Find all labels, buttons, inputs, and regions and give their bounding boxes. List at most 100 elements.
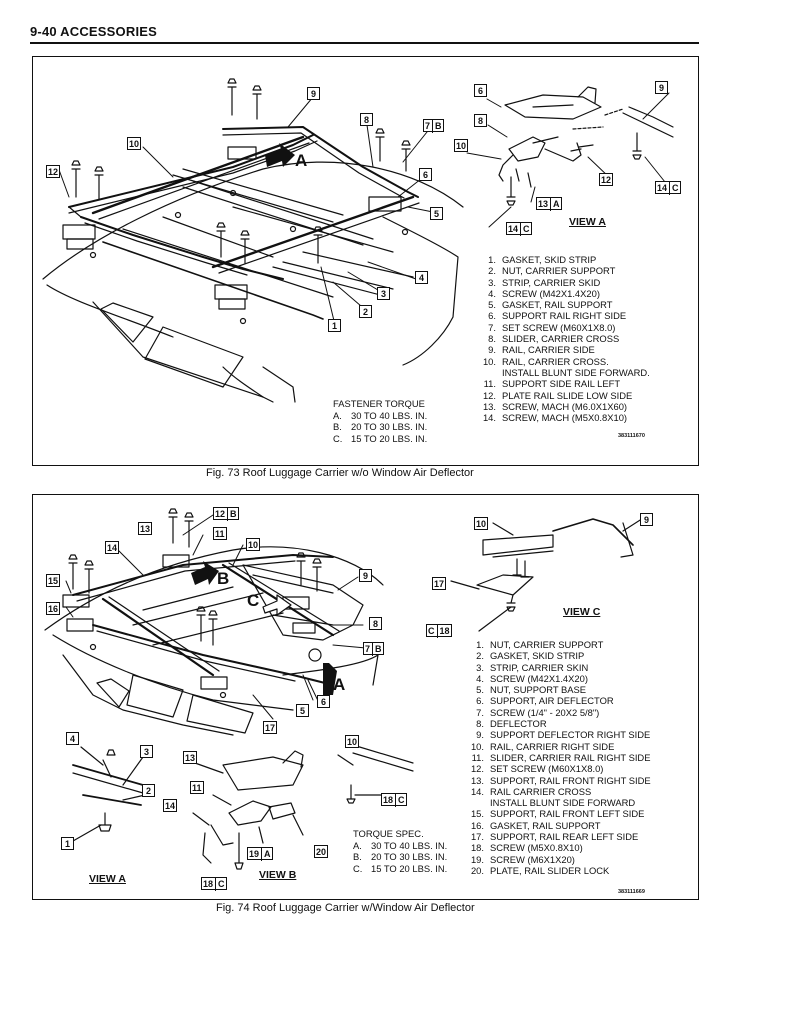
figure-code: 383111670 — [618, 433, 645, 439]
legend-item: 14.SCREW, MACH (M5X0.8X10) — [470, 412, 650, 423]
legend-number — [458, 797, 490, 808]
legend-text: SET SCREW (M60X1X8.0) — [502, 321, 616, 333]
legend-text: RAIL, CARRIER CROSS. — [502, 355, 609, 367]
callout-8: 8 — [369, 617, 382, 630]
legend-number: 14. — [470, 785, 484, 797]
legend-text: GASKET, SKID STRIP — [502, 254, 597, 265]
legend-text: SLIDER, CARRIER CROSS — [502, 333, 620, 345]
legend-item: 10.RAIL, CARRIER CROSS. — [470, 356, 650, 367]
torque-letter: B. — [353, 851, 362, 862]
callout-view-a-3: 3 — [140, 745, 153, 758]
legend-number: 15. — [470, 808, 484, 820]
torque-value: 30 TO 40 LBS. IN. — [351, 409, 428, 421]
torque-row: A.30 TO 40 LBS. IN. — [353, 840, 447, 852]
callout-16: 16 — [46, 602, 61, 615]
callout-15: 15 — [46, 574, 61, 587]
legend-number: 12. — [470, 763, 484, 775]
legend-item: 8. SLIDER, CARRIER CROSS — [470, 333, 650, 344]
legend-number: 2. — [488, 265, 496, 277]
legend-item: 3. STRIP, CARRIER SKIN — [458, 662, 651, 673]
callout-5: 5 — [296, 704, 309, 717]
legend-text: SCREW (M42X1.4X20) — [490, 672, 588, 684]
legend-number: 14. — [482, 412, 496, 424]
legend-text: RAIL, CARRIER RIGHT SIDE — [490, 740, 615, 752]
callout-view-a-4: 4 — [66, 732, 79, 745]
callout-18: 18 — [383, 795, 394, 805]
callout-view-c-9: 9 — [640, 513, 653, 526]
legend-text: NUT, SUPPORT BASE — [490, 684, 587, 696]
callout-letter-C: C — [520, 223, 530, 236]
callout-12: 12 — [46, 165, 61, 178]
callout-letter-B: B — [227, 508, 237, 521]
callout-view-b-11: 11 — [190, 781, 204, 794]
legend-text: SLIDER, CARRIER RAIL RIGHT SIDE — [490, 751, 651, 763]
figure-74-caption: Fig. 74 Roof Luggage Carrier w/Window Ai… — [216, 902, 475, 914]
callout-3: 3 — [377, 287, 390, 300]
callout-7: 7 — [425, 121, 431, 131]
callout-letter-B: B — [432, 120, 442, 133]
callout-view-10: 10 — [454, 139, 469, 152]
legend-number: 1. — [488, 254, 496, 265]
legend-number: 11. — [483, 378, 496, 390]
legend-text: SUPPORT, RAIL REAR LEFT SIDE — [490, 831, 639, 843]
callout-4: 4 — [415, 271, 428, 284]
legend-number: 12. — [482, 389, 496, 401]
callout-letter-C: C — [428, 626, 435, 636]
legend-number: 8. — [488, 333, 496, 345]
torque-row: B.20 TO 30 LBS. IN. — [353, 851, 447, 863]
legend-item: 7. SET SCREW (M60X1X8.0) — [470, 322, 650, 333]
arrow-label-A: A — [295, 151, 308, 170]
torque-value: 15 TO 20 LBS. IN. — [351, 432, 428, 444]
legend-number: 5. — [476, 684, 484, 696]
legend-item: 9.RAIL, CARRIER SIDE — [470, 344, 650, 355]
callout-13: 13 — [138, 522, 153, 535]
legend-text: GASKET, SKID STRIP — [490, 650, 585, 662]
legend-number: 7. — [488, 321, 496, 333]
legend-item: 11.SUPPORT SIDE RAIL LEFT — [470, 378, 650, 389]
legend-text: SUPPORT, AIR DEFLECTOR — [490, 695, 614, 707]
view-c-label: VIEW C — [563, 606, 601, 618]
fastener-torque: FASTENER TORQUE A.30 TO 40 LBS. IN. B.20… — [333, 398, 427, 444]
figure-74-drawing — [44, 508, 649, 870]
section-title: ACCESSORIES — [60, 24, 158, 39]
callout-14: 14 — [657, 183, 668, 193]
callout-view-c-10b: 10 — [474, 517, 489, 530]
view-a-label: VIEW A — [89, 873, 126, 885]
callout-letter-C: C — [669, 182, 679, 195]
legend-text: STRIP, CARRIER SKIN — [490, 661, 589, 673]
legend-number: 9. — [488, 344, 496, 356]
legend-number: 3. — [476, 661, 484, 673]
legend-text: SCREW (M5X0.8X10) — [490, 842, 583, 854]
callout-view-b-14: 14 — [163, 799, 178, 812]
legend-text: PLATE, RAIL SLIDER LOCK — [490, 864, 610, 876]
legend-text: SUPPORT DEFLECTOR RIGHT SIDE — [490, 729, 651, 741]
callout-view-6: 6 — [474, 84, 487, 97]
legend-text: DEFLECTOR — [490, 718, 547, 730]
legend-item: 5.GASKET, RAIL SUPPORT — [470, 299, 650, 310]
arrow-label-C: C — [247, 591, 260, 610]
torque-title: FASTENER TORQUE — [333, 398, 425, 409]
legend-number: 20. — [470, 864, 484, 876]
callout-letter-A: A — [550, 198, 560, 211]
legend-text: SCREW (M42X1.4X20) — [502, 287, 600, 299]
legend-item: 16.GASKET, RAIL SUPPORT — [458, 820, 651, 831]
legend-number: 4. — [488, 287, 496, 299]
legend-number: 5. — [488, 299, 496, 311]
legend-number: 7. — [476, 706, 484, 718]
legend-number — [470, 367, 502, 378]
legend-number: 1. — [476, 639, 484, 650]
legend-item: 4. SCREW (M42X1.4X20) — [470, 288, 650, 299]
callout-9: 9 — [307, 87, 320, 100]
legend-text: SCREW (1/4" - 20X2 5/8") — [490, 706, 600, 718]
legend-item: 14.RAIL CARRIER CROSS — [458, 786, 651, 797]
callout-19: 19 — [249, 849, 260, 859]
torque-spec: TORQUE SPEC. A.30 TO 40 LBS. IN. B.20 TO… — [353, 828, 447, 874]
torque-value: 20 TO 30 LBS. IN. — [351, 421, 428, 432]
legend-item: 6.SUPPORT, AIR DEFLECTOR — [458, 695, 651, 706]
callout-view-a-1: 1 — [61, 837, 74, 850]
